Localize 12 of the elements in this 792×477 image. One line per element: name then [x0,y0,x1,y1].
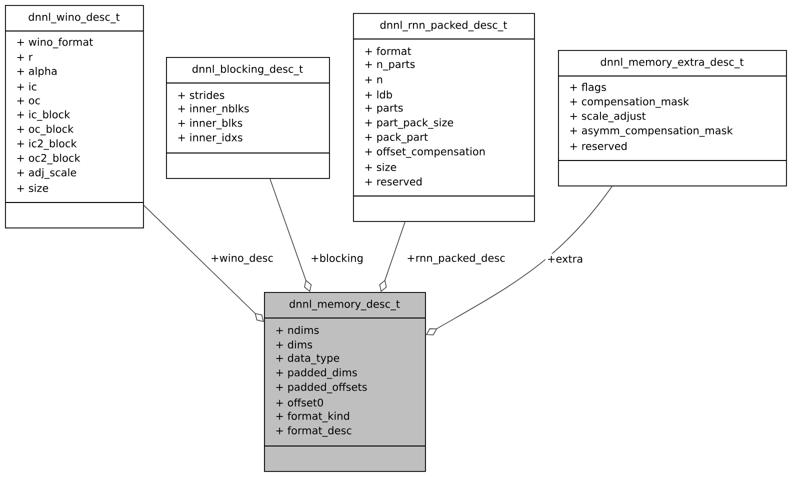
edge-label: +blocking [309,252,365,266]
class-box: dnnl_wino_desc_t + wino_format + r + alpha + ic + oc + ic_block + oc_block + ic2_block + oc2_block + adj_scale + size [4,5,144,228]
class-box: dnnl_blocking_desc_t + strides + inner_nblks + inner_blks + inner_idxs [166,57,330,179]
edge-label: +extra [545,254,585,264]
aggregation-line [379,222,406,292]
class-box: dnnl_memory_desc_t + ndims + dims + data_type + padded_dims + padded_offsets + offset0 + format_kind + format_desc [264,292,426,472]
aggregation-line [270,178,312,292]
edge-label: +rnn_packed_desc [405,252,507,266]
edge-label: +wino_desc [209,252,275,266]
class-box: dnnl_rnn_packed_desc_t + format + n_parts + n + ldb + parts + part_pack_size + pack_part + offset_compensation + size + reserved [352,13,535,222]
class-box: dnnl_memory_extra_desc_t + flags + compensation_mask + scale_adjust + asymm_compensation_mask + reserved [558,50,787,186]
aggregation-line [144,205,264,322]
